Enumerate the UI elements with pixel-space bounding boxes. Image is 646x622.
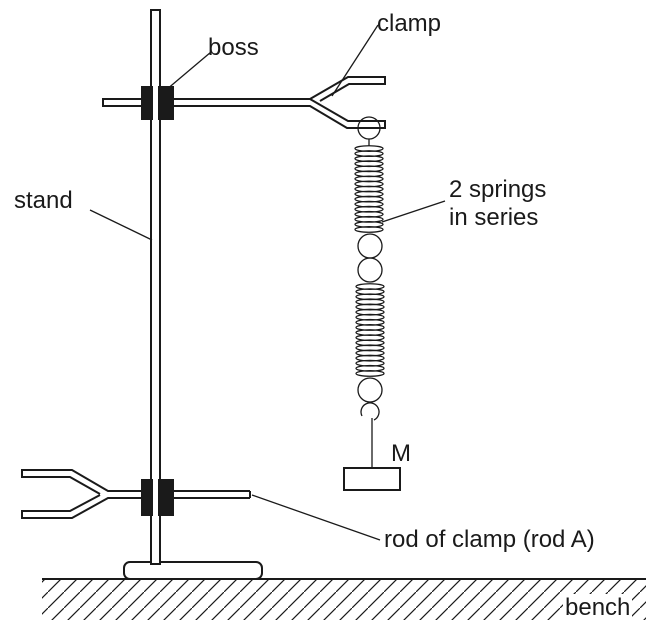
lower-clamp <box>21 469 251 519</box>
bench-label: bench <box>563 594 633 622</box>
mass-block <box>343 467 401 491</box>
springs-label: 2 springs in series <box>449 176 546 232</box>
clamp-label: clamp <box>377 10 442 37</box>
rod-a-label: rod of clamp (rod A) <box>384 526 595 553</box>
leader-lines <box>89 24 446 541</box>
springs-label-line1: 2 springs <box>449 176 547 203</box>
stand-rod <box>150 9 161 565</box>
stand-base <box>123 561 263 580</box>
springs-label-line2: in series <box>449 204 539 231</box>
upper-spring <box>354 116 384 283</box>
boss-label: boss <box>208 34 259 61</box>
lower-spring <box>355 283 385 468</box>
mass-label: M <box>391 440 411 467</box>
bench <box>42 578 646 620</box>
stand-label: stand <box>14 187 73 214</box>
